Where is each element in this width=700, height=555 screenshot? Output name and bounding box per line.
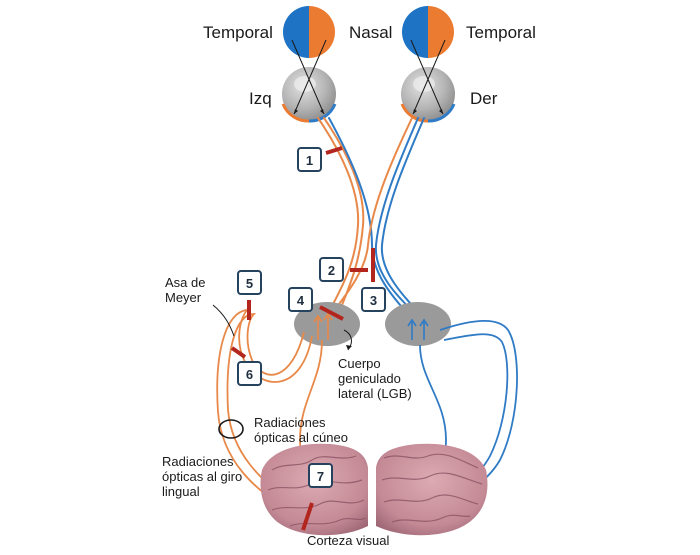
- lesion-bars: [230, 146, 375, 531]
- lesion-marker-2: 2: [319, 257, 344, 282]
- meyer-loop-label-line2: Meyer: [165, 290, 202, 305]
- left-retina-temporal: [281, 103, 310, 123]
- left-occipital-lobe: [260, 443, 368, 536]
- lesion-bar-7: [301, 502, 314, 531]
- meyer-leader-line: [212, 304, 235, 337]
- lesion-bar-4: [319, 305, 344, 321]
- lesion-marker-6: 6: [237, 361, 262, 386]
- cortex-label: Corteza visual: [307, 533, 389, 548]
- lesion-bar-1: [325, 146, 343, 155]
- left-optic-nerve: [317, 117, 413, 319]
- right-lgb-arrows: [407, 318, 429, 340]
- right-eye-highlight: [413, 76, 435, 92]
- left-field-temporal-half: [283, 6, 309, 58]
- left-lgb-arrows: [313, 312, 333, 340]
- occipital-cortex: [260, 443, 488, 536]
- nasal-label: Nasal: [349, 23, 392, 42]
- lgb-leader-arrowhead: [346, 345, 352, 350]
- right-optic-nerve: [332, 117, 427, 321]
- lesion-marker-1: 1: [297, 147, 322, 172]
- right-eye-rays: [410, 39, 446, 115]
- right-occipital-lobe: [376, 443, 488, 536]
- lingual-label-line2: ópticas al giro: [162, 469, 242, 484]
- cuneus-label-line1: Radiaciones: [254, 415, 326, 430]
- lesion-bar-6: [230, 346, 247, 359]
- right-eye-label: Der: [470, 89, 498, 108]
- lgb-label-line3: lateral (LGB): [338, 386, 412, 401]
- temporal-right-label: Temporal: [466, 23, 536, 42]
- left-retina-nasal: [308, 103, 337, 123]
- left-eye-highlight: [294, 76, 316, 92]
- left-lgb: [294, 302, 360, 346]
- lesion-marker-7: 7: [308, 463, 333, 488]
- right-retina-temporal: [427, 103, 456, 123]
- temporal-left-label: Temporal: [203, 23, 273, 42]
- lesion-marker-7-label: 7: [317, 469, 324, 484]
- left-visual-field: [283, 6, 335, 58]
- cuneus-label-line2: ópticas al cúneo: [254, 430, 348, 445]
- lgb-label-line2: geniculado: [338, 371, 401, 386]
- lgb-label-line1: Cuerpo: [338, 356, 381, 371]
- lesion-marker-4-label: 4: [297, 293, 305, 308]
- right-field-nasal-half: [402, 6, 428, 58]
- right-field-temporal-half: [428, 6, 454, 58]
- cuneus-marker: [218, 419, 244, 439]
- lesion-marker-4: 4: [288, 287, 313, 312]
- left-eye-label: Izq: [249, 89, 272, 108]
- lesion-marker-1-label: 1: [306, 153, 313, 168]
- meyer-loop-label-line1: Asa de: [165, 275, 205, 290]
- lingual-label-line3: lingual: [162, 484, 200, 499]
- right-retina-nasal: [400, 103, 429, 123]
- lesion-marker-5: 5: [237, 270, 262, 295]
- left-eye-rays: [291, 39, 327, 115]
- lesion-marker-5-label: 5: [246, 276, 253, 291]
- right-lgb: [385, 302, 451, 346]
- right-visual-field: [402, 6, 454, 58]
- lingual-label-line1: Radiaciones: [162, 454, 234, 469]
- lesion-marker-3: 3: [361, 287, 386, 312]
- left-field-nasal-half: [309, 6, 335, 58]
- lesion-marker-2-label: 2: [328, 263, 335, 278]
- lesion-marker-6-label: 6: [246, 367, 253, 382]
- lesion-marker-3-label: 3: [370, 293, 377, 308]
